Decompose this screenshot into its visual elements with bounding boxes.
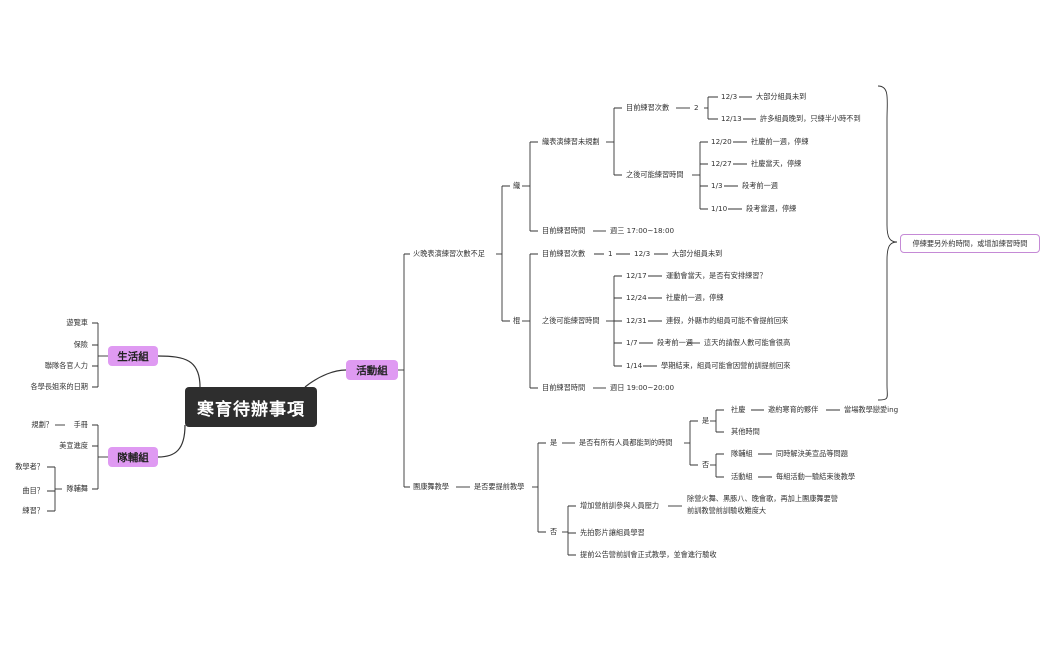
weave-node[interactable]: 織 xyxy=(513,181,521,190)
date-detail[interactable]: 大部分組員未到 xyxy=(672,249,723,258)
aide-item[interactable]: 練習？ xyxy=(22,506,44,515)
date-detail[interactable]: 學期結束，組員可能會因營前訓提前回來 xyxy=(661,361,791,370)
yn-item[interactable]: 活動組 xyxy=(731,472,753,481)
weave-plan-node[interactable]: 織表演練習未規劃 xyxy=(542,137,600,146)
stick-count-node[interactable]: 目前練習次數 xyxy=(542,249,586,258)
date-detail[interactable]: 大部分組員未到 xyxy=(756,92,807,101)
yn-detail[interactable]: 每組活動一驗結束後教學 xyxy=(776,472,856,481)
dance-no-node[interactable]: 否 xyxy=(550,527,558,536)
yes-yes-node[interactable]: 是 xyxy=(702,416,710,425)
life-item[interactable]: 聯隊各官人力 xyxy=(44,361,88,370)
aide-item[interactable]: 曲目？ xyxy=(22,486,44,495)
life-item[interactable]: 保險 xyxy=(73,340,88,349)
yy-item[interactable]: 邀約寒育的夥伴 xyxy=(768,405,819,414)
life-item[interactable]: 遊覽車 xyxy=(66,318,88,327)
weave-time-value[interactable]: 週三 17:00~18:00 xyxy=(610,226,675,235)
date-node[interactable]: 1/7 xyxy=(626,338,638,347)
date-detail[interactable]: 社慶前一週，停練 xyxy=(666,293,724,302)
dance-node[interactable]: 團康舞教學 xyxy=(413,482,449,491)
date-node[interactable]: 12/3 xyxy=(721,92,738,101)
stick-node[interactable]: 棍 xyxy=(513,316,521,325)
stick-time-value[interactable]: 週日 19:00~20:00 xyxy=(610,383,675,392)
root-node[interactable]: 寒育待辦事項 xyxy=(185,387,317,427)
yn-item[interactable]: 隊輔組 xyxy=(731,449,753,458)
life-group-node[interactable]: 生活組 xyxy=(108,346,158,366)
date-node[interactable]: 1/10 xyxy=(711,204,728,213)
stick-future-node[interactable]: 之後可能練習時間 xyxy=(542,316,600,325)
activity-group-node[interactable]: 活動組 xyxy=(346,360,398,380)
dance-question-node[interactable]: 是否要提前教學 xyxy=(474,482,525,491)
date-detail[interactable]: 段考當週，停練 xyxy=(746,204,797,213)
team-art-progress-node[interactable]: 美宣進度 xyxy=(59,441,88,450)
no-item[interactable]: 增加營前訓參與人員壓力 xyxy=(580,501,660,510)
weave-future-node[interactable]: 之後可能練習時間 xyxy=(626,170,684,179)
life-item[interactable]: 各學長姐來的日期 xyxy=(30,382,88,391)
weave-count-node[interactable]: 目前練習次數 xyxy=(626,103,670,112)
date-node[interactable]: 12/24 xyxy=(626,293,647,302)
team-aide-dance-node[interactable]: 隊輔舞 xyxy=(66,484,88,493)
team-handbook-node[interactable]: 手冊 xyxy=(73,420,88,429)
team-plan-node[interactable]: 規劃？ xyxy=(31,420,53,429)
date-node[interactable]: 12/13 xyxy=(721,114,742,123)
date-detail[interactable]: 許多組員晚到，只練半小時不到 xyxy=(760,114,861,123)
stick-time-node[interactable]: 目前練習時間 xyxy=(542,383,586,392)
date-detail[interactable]: 運動會當天，是否有安排練習？ xyxy=(666,271,767,280)
date-node[interactable]: 1/14 xyxy=(626,361,643,370)
yes-no-node[interactable]: 否 xyxy=(702,460,710,469)
stick-count-value[interactable]: 1 xyxy=(608,249,613,258)
date-detail[interactable]: 段考前一週 xyxy=(742,181,778,190)
dance-yes-question-node[interactable]: 是否有所有人員都能到的時間 xyxy=(579,438,673,447)
date-node[interactable]: 12/17 xyxy=(626,271,647,280)
team-group-node[interactable]: 隊輔組 xyxy=(108,447,158,467)
yy-item[interactable]: 當場教學戀愛ing xyxy=(844,405,899,414)
date-node[interactable]: 12/31 xyxy=(626,316,647,325)
date-detail[interactable]: 這天的請假人數可能會很高 xyxy=(704,338,791,347)
date-node[interactable]: 1/3 xyxy=(711,181,723,190)
aide-item[interactable]: 教學者？ xyxy=(15,462,44,471)
practice-note[interactable]: 停練要另外約時間，或增加練習時間 xyxy=(900,234,1040,253)
date-detail[interactable]: 社慶前一週，停練 xyxy=(751,137,809,146)
date-node[interactable]: 12/3 xyxy=(634,249,651,258)
date-detail[interactable]: 社慶當天，停練 xyxy=(751,159,802,168)
date-detail[interactable]: 段考前一週 xyxy=(657,338,693,347)
no-item[interactable]: 提前公告營前訓會正式教學，並會進行驗收 xyxy=(580,550,717,559)
weave-time-node[interactable]: 目前練習時間 xyxy=(542,226,586,235)
yy-item[interactable]: 社慶 xyxy=(731,405,746,414)
date-detail[interactable]: 連假，外縣市的組員可能不會提前回來 xyxy=(666,316,789,325)
yn-detail[interactable]: 同時解決美宣品等問題 xyxy=(776,449,848,458)
pressure-detail[interactable]: 除營火舞、黑豚八、晚會歌，再加上團康舞要營 xyxy=(687,494,838,503)
no-item[interactable]: 先拍影片讓組員學習 xyxy=(580,528,645,537)
pressure-detail[interactable]: 前訓教營前訓驗收難度大 xyxy=(687,506,767,515)
date-node[interactable]: 12/20 xyxy=(711,137,732,146)
dance-yes-node[interactable]: 是 xyxy=(550,438,558,447)
date-node[interactable]: 12/27 xyxy=(711,159,732,168)
fire-practice-node[interactable]: 火晚表演練習次數不足 xyxy=(413,249,485,258)
weave-count-value[interactable]: 2 xyxy=(694,103,699,112)
yy-other-node[interactable]: 其他時間 xyxy=(731,427,760,436)
